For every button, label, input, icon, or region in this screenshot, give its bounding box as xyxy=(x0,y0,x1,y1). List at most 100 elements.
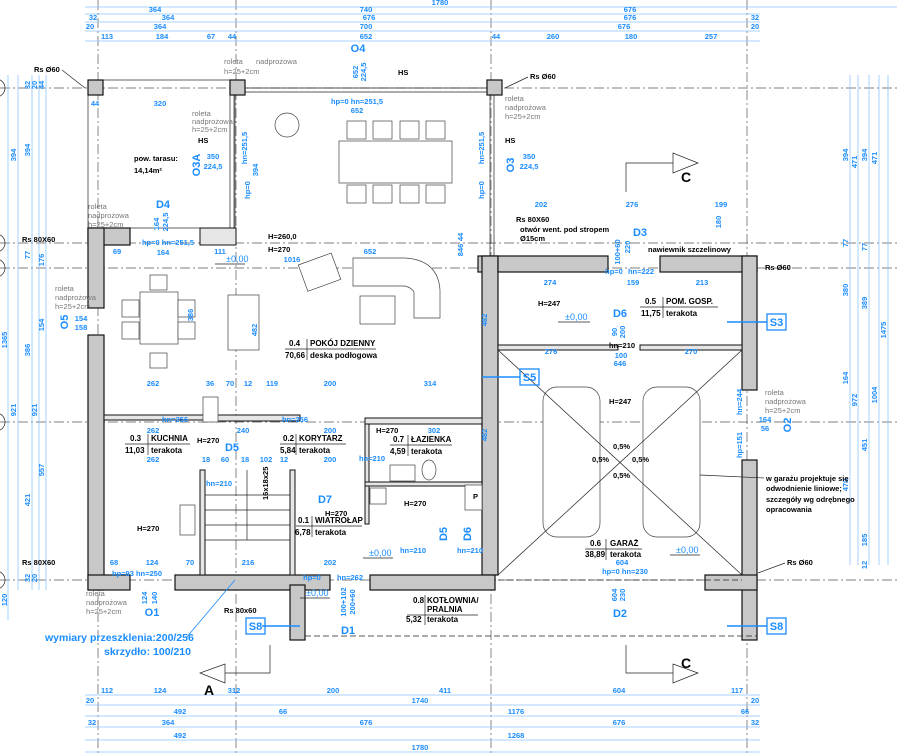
plan-label: 224,5 xyxy=(161,213,170,232)
plan-label: 70,66 xyxy=(285,351,306,360)
plan-shape xyxy=(399,120,420,140)
plan-label: 482 xyxy=(480,429,489,442)
plan-label: H=270 xyxy=(376,426,398,435)
plan-label: PRALNIA xyxy=(427,605,463,614)
furniture xyxy=(121,112,743,576)
plan-label: 111 xyxy=(214,247,226,256)
plan-label: 14,14m² xyxy=(134,166,162,175)
plan-label: nadprożowa xyxy=(88,211,130,220)
door-label: D5 xyxy=(225,442,239,454)
plan-label: hp=0 hn=251,5 xyxy=(142,238,194,247)
plan-label: S8 xyxy=(249,621,262,633)
level-markers: ±0,00 ±0,00 ±0,00 ±0,00 ±0,00 xyxy=(215,254,700,599)
plan-label: 0.6 xyxy=(590,539,602,548)
plan-shape xyxy=(704,574,758,591)
plan-label: 0.4 xyxy=(289,339,301,348)
plan-shape xyxy=(346,120,367,140)
car xyxy=(642,386,701,538)
plan-shape xyxy=(61,69,86,89)
plan-label: H=270 xyxy=(137,524,159,533)
plan-label: 16x18x25 xyxy=(261,467,270,500)
plan-label: S8 xyxy=(770,621,783,633)
section-marker-s5[interactable]: S5 xyxy=(482,368,540,386)
dim: 12 xyxy=(860,561,869,569)
plan-label: ±0,00 xyxy=(306,588,328,598)
notes: Rs Ø60 Rs Ø60 HS HS HS Rs 80X60 otwór we… xyxy=(22,65,855,615)
dim: 676 xyxy=(624,13,637,22)
dimensions-right: 394 471 394 471 77 77 380 389 1475 164 9… xyxy=(841,75,889,569)
plan-shape xyxy=(199,663,226,684)
plan-label: 350 xyxy=(207,152,220,161)
plan-label: nadprożowa xyxy=(765,397,807,406)
plan-label: 199 xyxy=(715,200,728,209)
dim: 652 xyxy=(360,32,373,41)
dim: 44 xyxy=(37,80,46,89)
dim: 364 xyxy=(154,22,167,31)
plan-label: 224,5 xyxy=(204,162,223,171)
plan-label: 180 xyxy=(714,216,723,229)
plan-shape xyxy=(672,663,699,684)
plan-label: hp=0 xyxy=(477,181,486,199)
plan-label: opracowania xyxy=(766,505,813,514)
plan-label: deska podłogowa xyxy=(310,351,378,360)
dim: 421 xyxy=(23,494,32,507)
plan-label: 604 xyxy=(616,558,629,567)
plan-label: 482 xyxy=(480,314,489,327)
plan-shape xyxy=(372,184,393,204)
plan-label: 5,84 xyxy=(280,446,296,455)
plan-shape xyxy=(121,299,140,318)
column xyxy=(87,79,104,96)
corner-sofa xyxy=(352,257,441,319)
plan-label: S5 xyxy=(523,372,536,384)
plan-label: 12 xyxy=(244,379,252,388)
plan-label: odwodnienie liniowe; xyxy=(766,484,842,493)
dim: 676 xyxy=(624,5,637,14)
stove xyxy=(202,396,219,423)
section-marker-s8[interactable]: S8 xyxy=(245,617,300,635)
plan-label: 44 xyxy=(91,99,100,108)
dim: 124 xyxy=(154,686,167,695)
window-label: O5 xyxy=(59,315,71,330)
plan-shape xyxy=(0,571,6,589)
plan-label: 202 xyxy=(324,558,337,567)
plan-label: szczegóły wg odrębnego xyxy=(766,495,855,504)
car xyxy=(542,386,601,538)
plan-shape xyxy=(245,617,266,635)
column xyxy=(229,79,246,96)
section-marker-s3[interactable]: S3 xyxy=(727,313,787,331)
section-marker-s8[interactable]: S8 xyxy=(727,617,787,635)
dim: 1780 xyxy=(412,743,429,752)
dimensions-top: 1780 364 740 676 32 364 676 676 32 20 36… xyxy=(85,0,897,42)
dim: 389 xyxy=(860,297,869,310)
plan-label: terakota xyxy=(151,446,183,455)
plan-label: h=25+2cm xyxy=(88,220,123,229)
window-label: O3A xyxy=(191,154,203,177)
door-label: D2 xyxy=(613,608,627,620)
plan-label: 164 xyxy=(759,415,772,424)
plan-shape xyxy=(87,334,105,591)
plan-shape xyxy=(672,152,699,174)
dim: 470 xyxy=(841,479,850,492)
plan-label: roleta xyxy=(55,284,75,293)
plan-shape xyxy=(425,184,446,204)
dim: 66 xyxy=(279,707,287,716)
plan-label: C xyxy=(681,169,691,185)
plan-shape xyxy=(199,227,237,246)
dim: 364 xyxy=(149,5,162,14)
plan-label: 159 xyxy=(627,278,640,287)
plan-label: 846 xyxy=(456,244,465,257)
dim: 77 xyxy=(841,239,850,247)
plan-label: 100+102 xyxy=(339,587,348,616)
plan-label: hn=251,5 xyxy=(240,132,249,164)
dim: 1268 xyxy=(508,731,525,740)
plan-label: terakota xyxy=(411,447,443,456)
plan-label: roleta xyxy=(192,109,212,118)
plan-label: roleta xyxy=(88,202,108,211)
dim: 20 xyxy=(751,22,759,31)
plan-label: H=247 xyxy=(538,299,560,308)
plan-shape xyxy=(289,584,306,641)
plan-label: roleta xyxy=(224,57,244,66)
